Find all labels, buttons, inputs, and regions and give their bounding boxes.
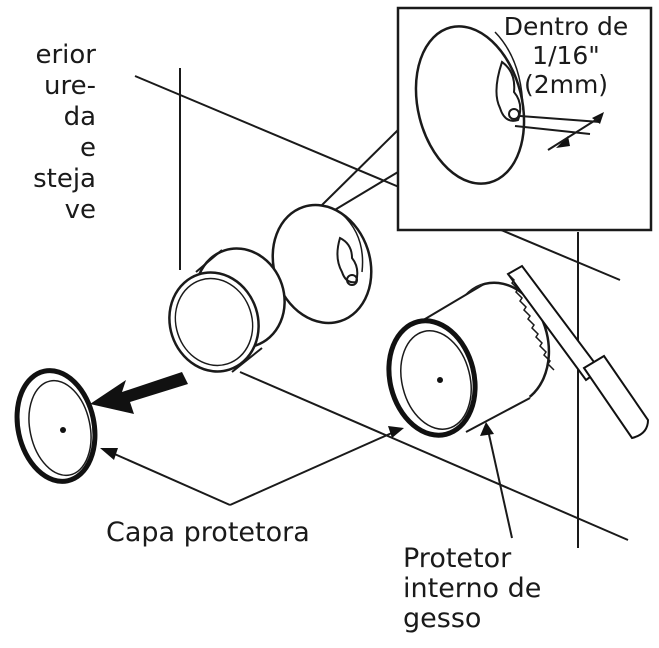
guard-bottom-edge xyxy=(465,397,531,433)
guard-leader-arrow xyxy=(480,422,494,436)
sleeve-ring-bottom-edge xyxy=(231,347,263,373)
cap-label: Capa protetora xyxy=(106,517,310,548)
sleeve-ring xyxy=(168,247,286,373)
cap-leader-right xyxy=(229,431,395,506)
protector-label-line: interno de xyxy=(403,573,542,604)
left-text-line: ure- xyxy=(44,71,96,101)
left-text-line: erior xyxy=(35,40,96,70)
guard-front-inner xyxy=(400,330,472,430)
left-text-line: da xyxy=(63,102,96,132)
wall-lines xyxy=(134,68,629,548)
protector-label: Protetor interno de gesso xyxy=(403,544,541,634)
plaster-guard xyxy=(386,281,551,438)
inset-plate xyxy=(414,25,526,185)
saw-handle xyxy=(582,354,650,440)
left-text-line: ve xyxy=(64,195,96,225)
left-instruction-text: erior ure- da e steja ve xyxy=(0,40,96,226)
guard-leader xyxy=(487,429,513,539)
removal-arrow xyxy=(90,372,188,414)
left-text-line: e xyxy=(80,133,96,163)
guard-center-dot xyxy=(437,377,443,383)
callout-line-upper xyxy=(321,129,399,206)
detail-inset xyxy=(321,6,653,232)
cap-center-dot xyxy=(60,427,66,433)
cap-inner xyxy=(28,379,92,477)
upper-edge-line xyxy=(134,75,621,281)
inset-screw-hole xyxy=(508,108,520,120)
inset-plate-rim xyxy=(494,31,524,111)
sleeve-ring-top-edge xyxy=(195,249,223,273)
left-text-line: steja xyxy=(33,164,96,194)
inset-label-line: Dentro de xyxy=(503,12,629,41)
inset-dimension-label: Dentro de 1/16" (2mm) xyxy=(478,12,654,99)
mounting-plate-screw-hole xyxy=(346,274,358,286)
cap-leader-left-arrow xyxy=(100,448,118,460)
mounting-plate-rim xyxy=(341,213,364,273)
dimension-line-b xyxy=(514,125,591,135)
dimension-line-a xyxy=(519,115,601,123)
inset-label-line: (2mm) xyxy=(523,70,609,99)
dimension-leader xyxy=(547,115,603,151)
guard-body-fill xyxy=(420,284,530,432)
cap-rim xyxy=(14,368,98,484)
lower-edge-line xyxy=(239,371,629,541)
saw-teeth xyxy=(507,273,555,371)
sleeve-ring-inner xyxy=(174,277,254,367)
inset-keyhole-slot xyxy=(495,60,522,122)
protective-cap-removed xyxy=(14,368,98,484)
cap-leader-right-arrow xyxy=(388,426,404,438)
callout-line-lower xyxy=(327,171,399,215)
guard-top-edge xyxy=(419,283,485,323)
protector-label-line: Protetor xyxy=(403,543,512,574)
cap-leader-left xyxy=(109,451,231,506)
sleeve-ring-front xyxy=(168,271,260,373)
inset-label-line: 1/16" xyxy=(532,41,600,70)
mounting-plate xyxy=(271,203,373,325)
protector-label-line: gesso xyxy=(403,603,482,634)
saw xyxy=(506,264,650,440)
leader-lines xyxy=(100,422,513,539)
